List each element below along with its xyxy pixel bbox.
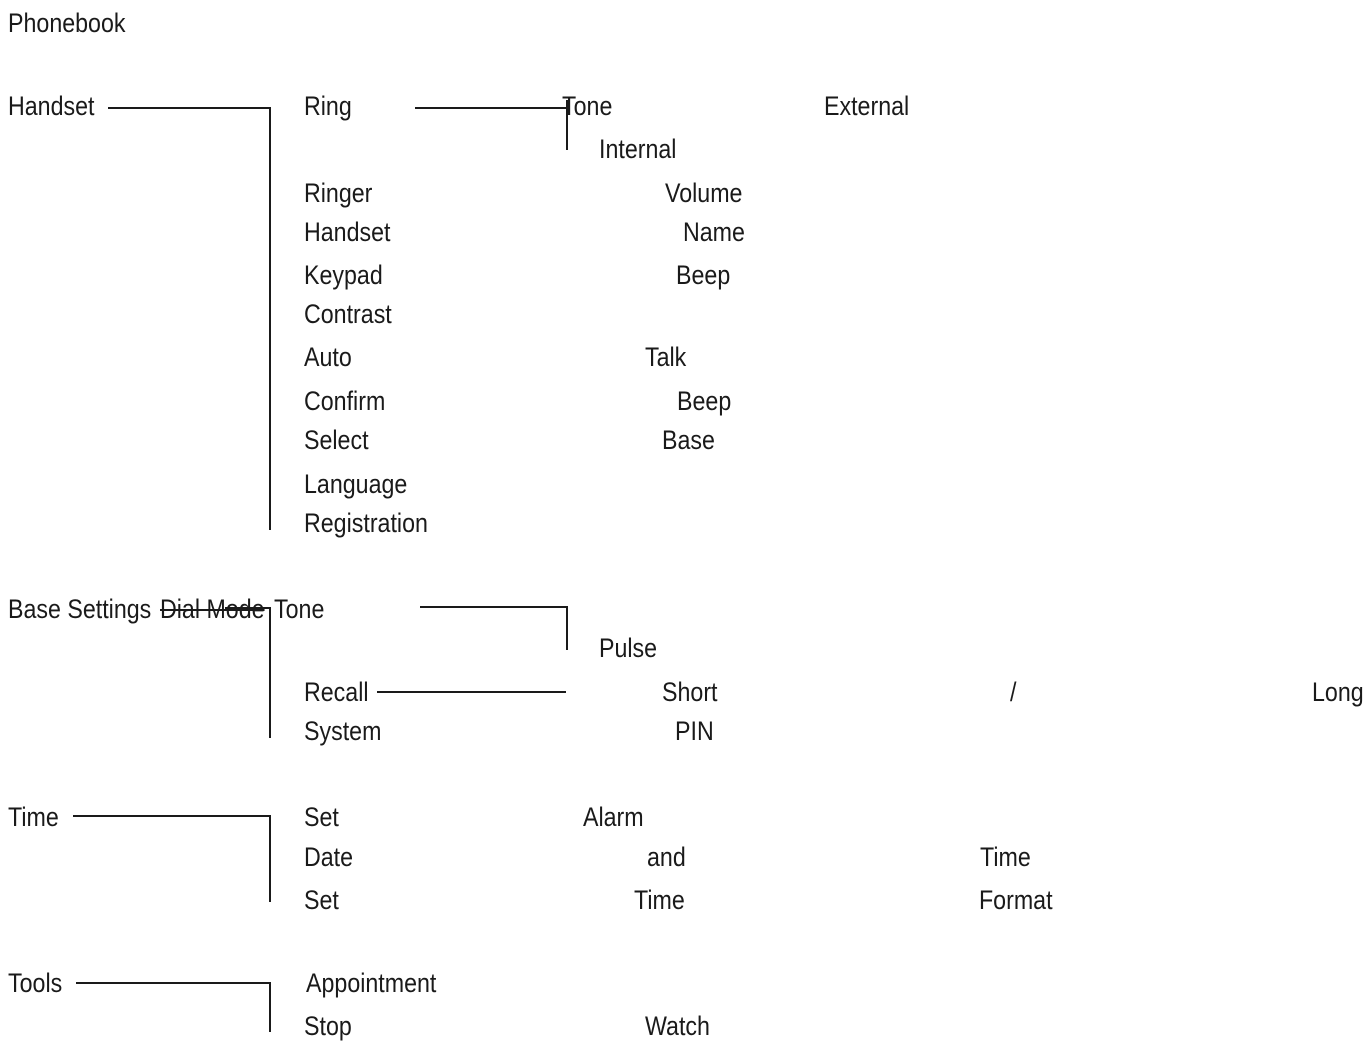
menu-recall-short: Short	[662, 677, 718, 707]
menu-set-alarm-value: Alarm	[583, 802, 644, 832]
menu-appointment: Appointment	[306, 968, 437, 998]
menu-system-pin: PIN	[675, 716, 714, 746]
menu-recall-long: Long	[1312, 677, 1364, 707]
menu-dial-mode: Dial Mode	[160, 594, 265, 624]
menu-keypad: Keypad	[304, 260, 383, 290]
menu-ring: Ring	[304, 91, 352, 121]
menu-phonebook: Phonebook	[8, 8, 126, 38]
menu-handset-name-value: Name	[683, 217, 745, 247]
menu-stop: Stop	[304, 1011, 352, 1041]
menu-ringer: Ringer	[304, 178, 373, 208]
menu-tools: Tools	[8, 968, 63, 998]
menu-date-time: Time	[980, 842, 1031, 872]
menu-select: Select	[304, 425, 369, 455]
menu-recall: Recall	[304, 677, 369, 707]
tone-pulse-connector	[420, 606, 568, 650]
menu-ring-external: External	[824, 91, 910, 121]
menu-system: System	[304, 716, 382, 746]
menu-stop-watch: Watch	[645, 1011, 710, 1041]
menu-recall-separator: /	[1010, 677, 1017, 707]
menu-handset: Handset	[8, 91, 95, 121]
tools-connector	[76, 982, 271, 1032]
menu-dial-pulse: Pulse	[599, 633, 658, 663]
menu-auto-talk: Talk	[645, 342, 687, 372]
menu-dial-tone: Tone	[274, 594, 325, 624]
menu-auto: Auto	[304, 342, 352, 372]
menu-ring-internal: Internal	[599, 134, 677, 164]
menu-select-base: Base	[662, 425, 715, 455]
menu-confirm: Confirm	[304, 386, 386, 416]
menu-set-time-mid: Time	[634, 885, 685, 915]
menu-set-time-format: Format	[979, 885, 1053, 915]
menu-contrast: Contrast	[304, 299, 392, 329]
menu-language: Language	[304, 469, 408, 499]
menu-confirm-beep: Beep	[677, 386, 732, 416]
time-connector	[73, 815, 271, 902]
menu-date-and: and	[647, 842, 686, 872]
handset-connector	[108, 107, 271, 530]
base-settings-connector	[225, 607, 271, 738]
menu-set-time: Set	[304, 885, 339, 915]
menu-registration: Registration	[304, 508, 428, 538]
menu-set-alarm: Set	[304, 802, 339, 832]
menu-time: Time	[8, 802, 59, 832]
menu-date: Date	[304, 842, 354, 872]
menu-ring-tone: Tone	[562, 91, 613, 121]
menu-handset-name: Handset	[304, 217, 391, 247]
menu-ringer-volume: Volume	[665, 178, 743, 208]
menu-keypad-beep: Beep	[676, 260, 731, 290]
menu-base-settings: Base Settings	[8, 594, 152, 624]
